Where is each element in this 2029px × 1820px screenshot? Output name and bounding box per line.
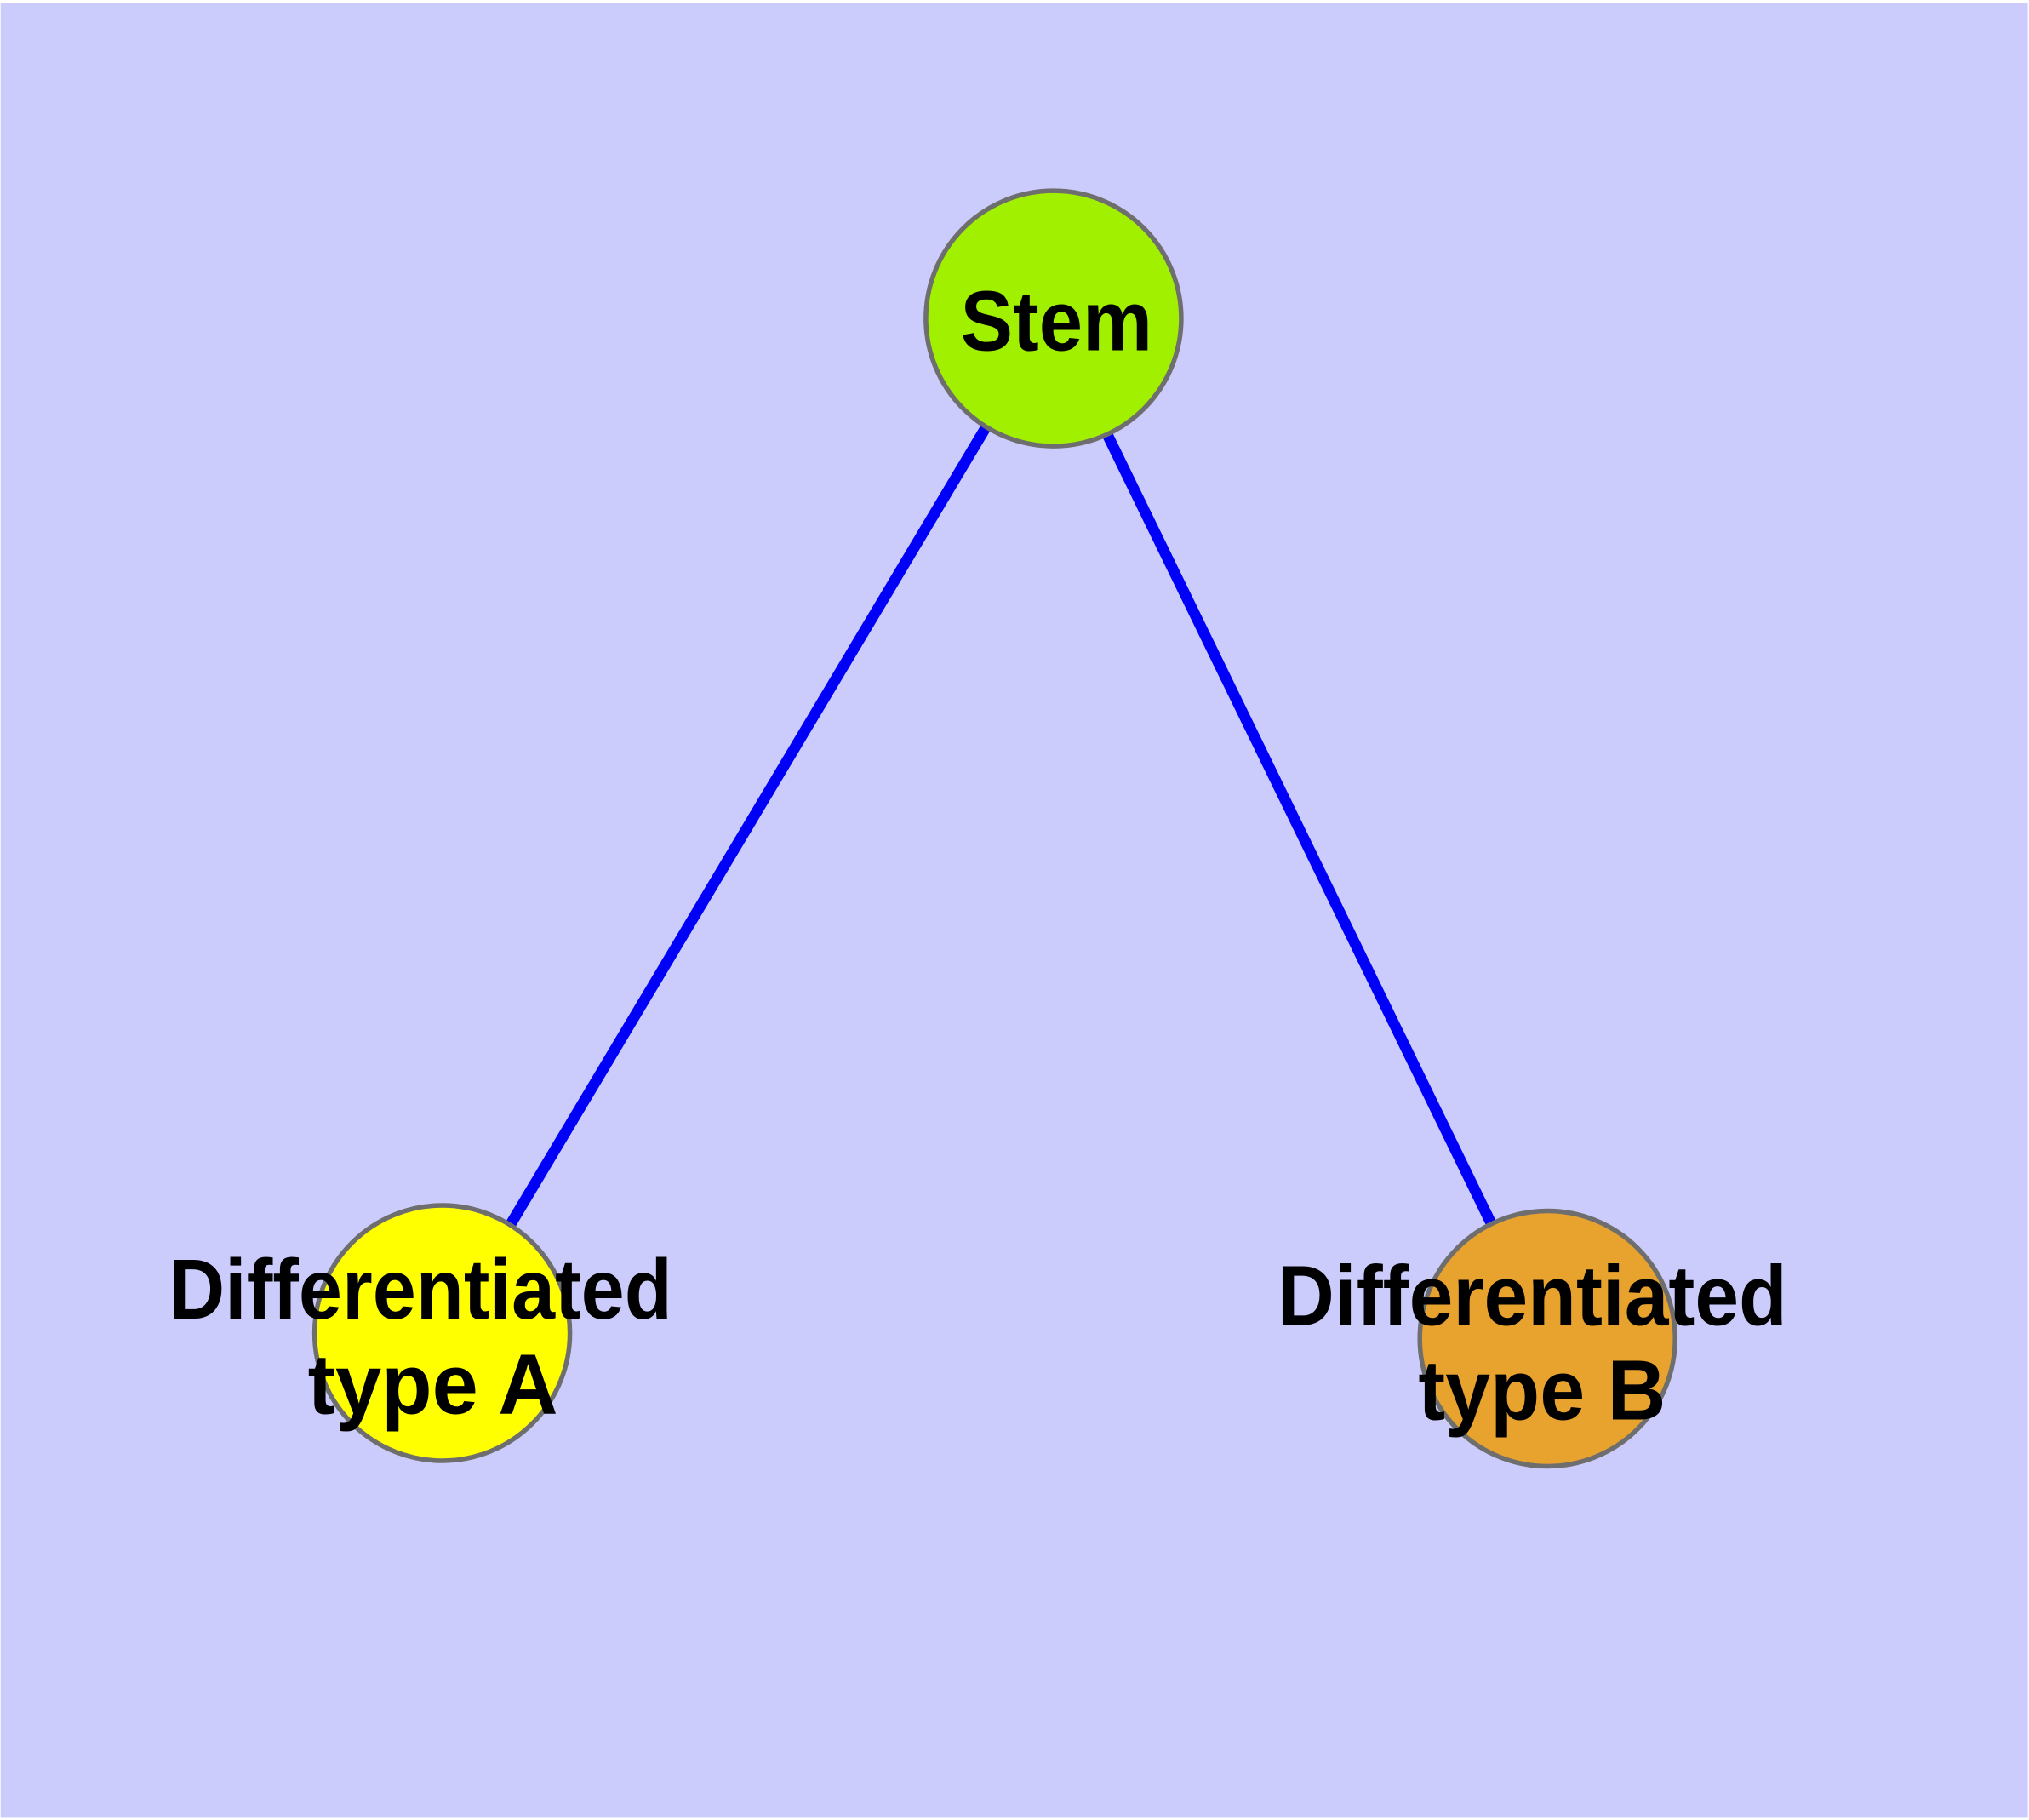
svg-text:type B: type B (1418, 1343, 1666, 1439)
svg-text:Stem: Stem (961, 273, 1153, 369)
svg-text:Differentiated: Differentiated (1277, 1248, 1787, 1343)
svg-text:Differentiated: Differentiated (169, 1242, 672, 1337)
svg-text:type A: type A (308, 1337, 558, 1433)
